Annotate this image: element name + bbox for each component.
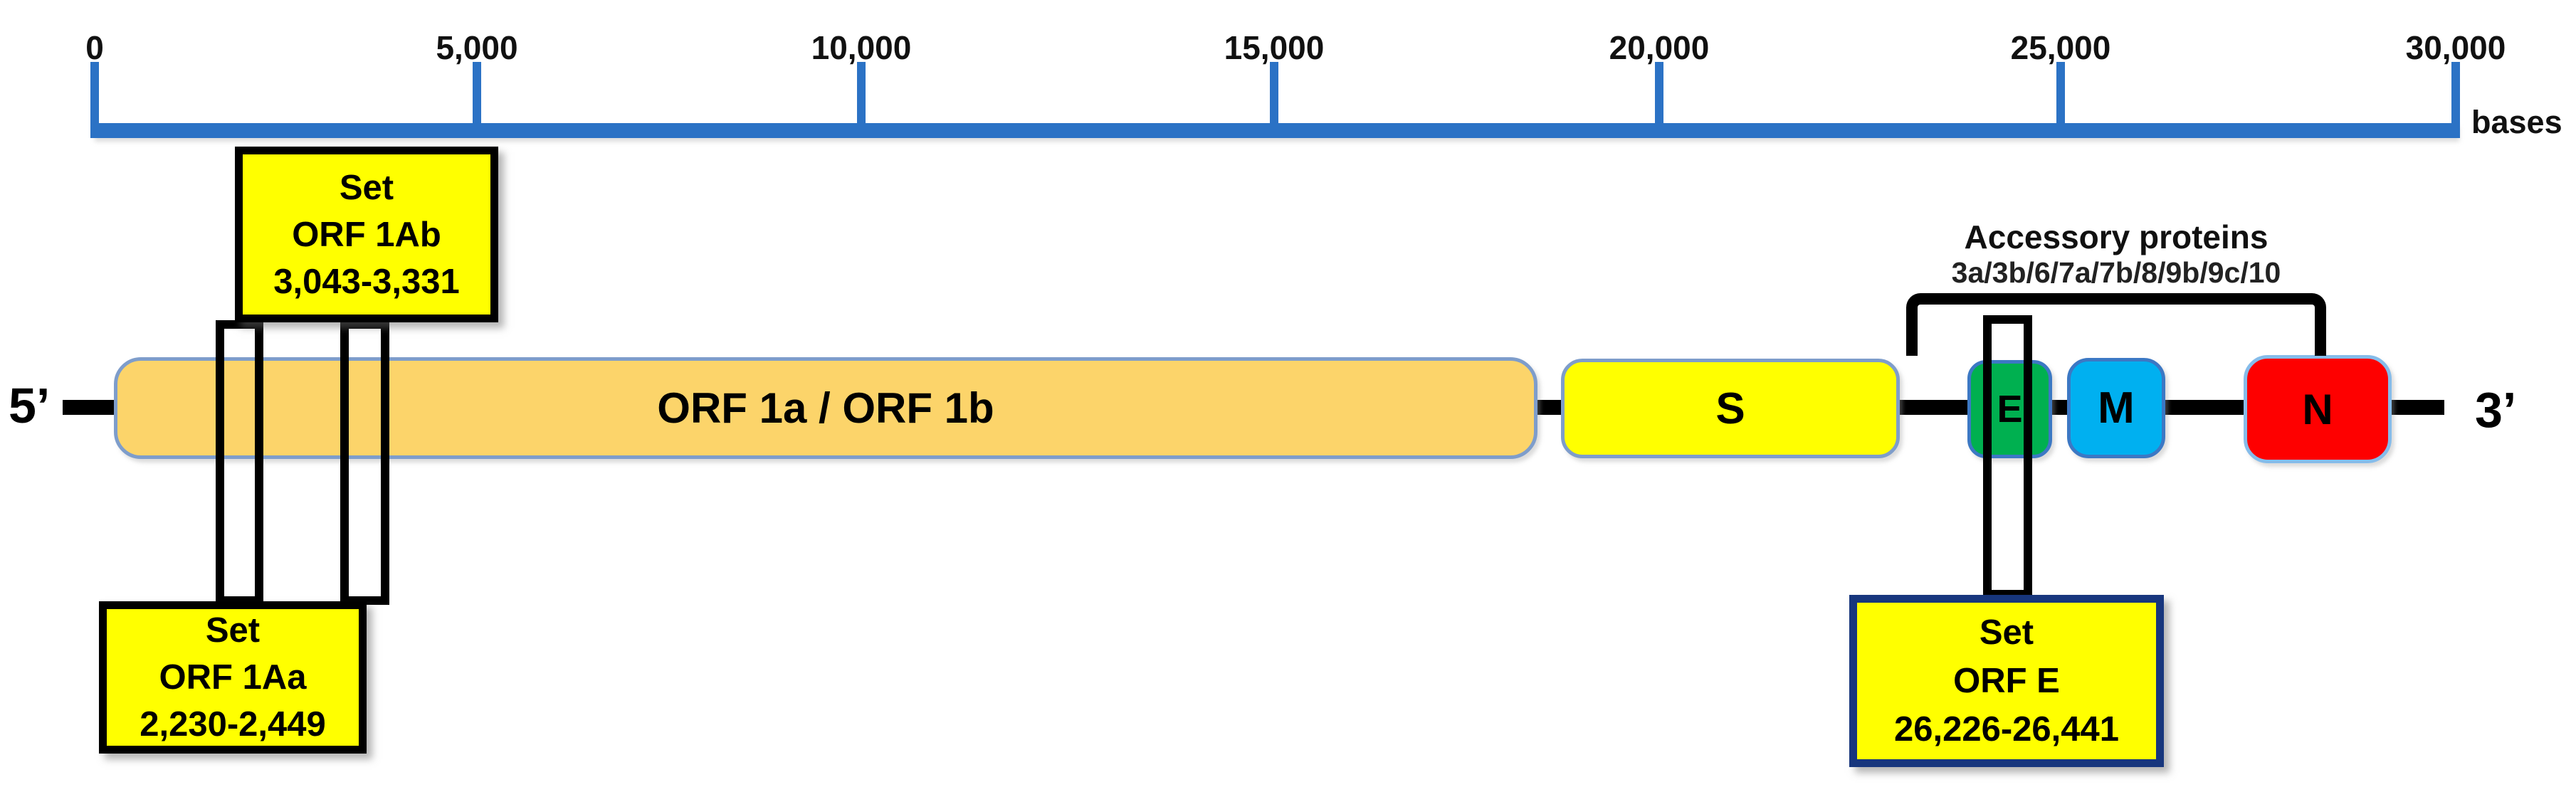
ruler-tick-0 xyxy=(90,62,99,138)
ruler-tick-5000 xyxy=(473,62,481,138)
ruler-tick-label: 5,000 xyxy=(436,29,518,66)
accessory-proteins-title: Accessory proteins xyxy=(1964,218,2269,255)
segment-n-label: N xyxy=(2302,385,2333,433)
three-prime-label: 3’ xyxy=(2475,382,2517,438)
callout-set-orfe-line2: ORF E xyxy=(1953,662,2060,700)
accessory-proteins-bracket xyxy=(1906,293,2326,356)
ruler-tick-label: 15,000 xyxy=(1224,29,1325,66)
ruler-tick-20000 xyxy=(1655,62,1663,138)
callout-set-orf1aa: Set ORF 1Aa 2,230-2,449 xyxy=(99,601,367,754)
segment-orf1a-orf1b-label: ORF 1a / ORF 1b xyxy=(657,384,994,432)
callout-set-orfe-line3: 26,226-26,441 xyxy=(1893,710,2120,749)
segment-nucleocapsid-n: N xyxy=(2244,355,2392,463)
callout-connector-band-orf1aa xyxy=(216,320,263,605)
callout-set-orf1ab-line1: Set xyxy=(339,168,394,207)
segment-envelope-e: E xyxy=(1967,360,2052,458)
callout-connector-band-orf1ab xyxy=(340,320,389,605)
segment-spike-s: S xyxy=(1561,359,1900,458)
callout-set-orf1ab-line3: 3,043-3,331 xyxy=(273,262,460,301)
ruler-tick-label: 10,000 xyxy=(811,29,912,66)
ruler-tick-10000 xyxy=(857,62,866,138)
five-prime-label: 5’ xyxy=(9,378,51,433)
ruler-tick-label: 25,000 xyxy=(2010,29,2111,66)
ruler-unit-label: bases xyxy=(2471,104,2562,140)
ruler-tick-label: 30,000 xyxy=(2405,29,2506,66)
callout-set-orfe-line1: Set xyxy=(1979,613,2034,652)
callout-set-orf1aa-line3: 2,230-2,449 xyxy=(140,705,326,744)
ruler-tick-label: 0 xyxy=(85,29,104,66)
segment-s-label: S xyxy=(1715,384,1745,433)
callout-set-orfe: Set ORF E 26,226-26,441 xyxy=(1849,595,2164,767)
callout-set-orf1ab-line2: ORF 1Ab xyxy=(292,215,441,254)
callout-set-orf1aa-line2: ORF 1Aa xyxy=(159,658,307,697)
segment-e-label: E xyxy=(1997,388,2023,431)
ruler-tick-25000 xyxy=(2056,62,2065,138)
callout-set-orf1ab: Set ORF 1Ab 3,043-3,331 xyxy=(235,147,498,322)
ruler-tick-30000 xyxy=(2451,62,2460,138)
ruler-tick-15000 xyxy=(1270,62,1278,138)
ruler-tick-label: 20,000 xyxy=(1609,29,1710,66)
segment-orf1a-orf1b: ORF 1a / ORF 1b xyxy=(114,357,1537,459)
segment-m-label: M xyxy=(2098,384,2135,433)
segment-membrane-m: M xyxy=(2067,358,2165,458)
accessory-proteins-list: 3a/3b/6/7a/7b/8/9b/9c/10 xyxy=(1951,256,2281,289)
callout-set-orf1aa-line1: Set xyxy=(205,611,261,650)
callout-connector-band-orfe xyxy=(1983,315,2032,598)
